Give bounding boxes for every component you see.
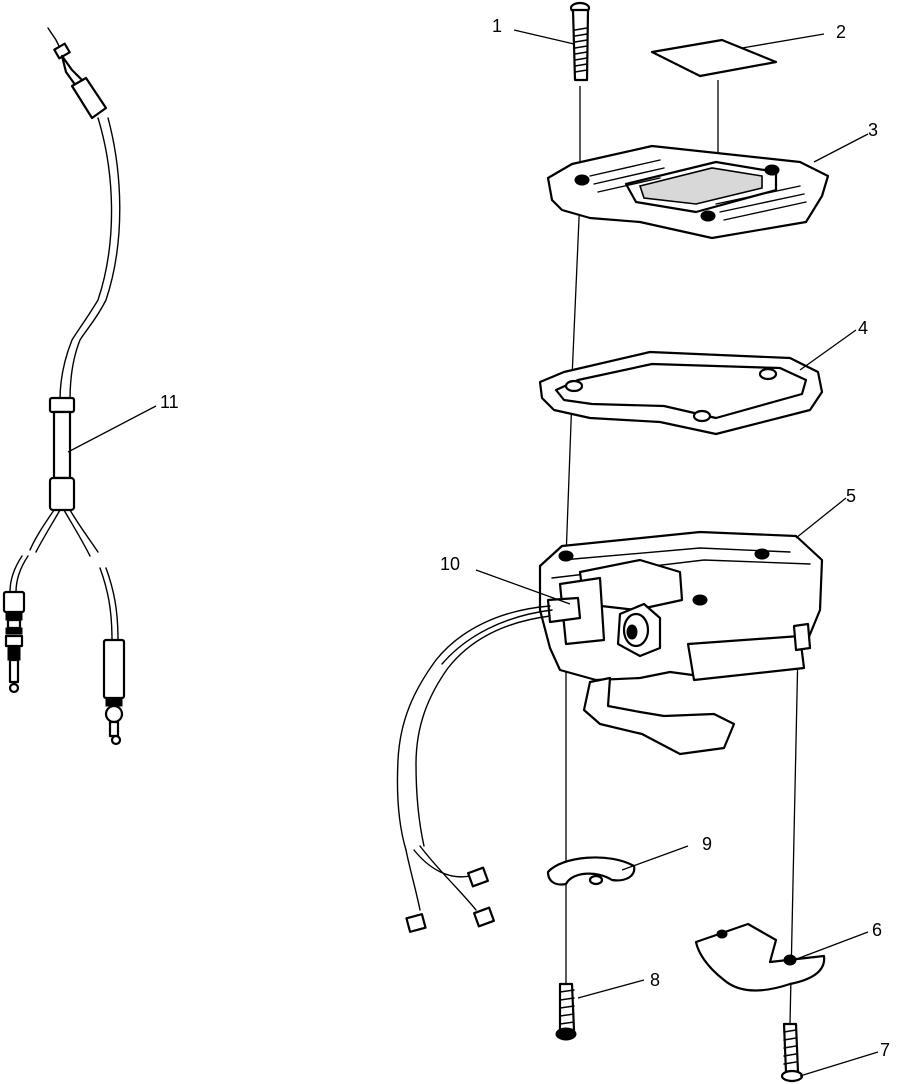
callout-9: 9 xyxy=(702,834,712,854)
clamp xyxy=(694,922,826,992)
throttle-housing xyxy=(538,530,824,756)
callout-1: 1 xyxy=(492,16,502,36)
gasket xyxy=(538,350,824,436)
top-cover xyxy=(546,144,830,240)
leader-lines xyxy=(67,29,879,1077)
throttle-cable-assembly xyxy=(2,27,126,746)
upper-screw xyxy=(569,1,591,82)
callout-2: 2 xyxy=(836,22,846,42)
callout-labels: 1 2 3 4 5 6 7 8 9 10 11 xyxy=(160,16,890,1060)
callout-11: 11 xyxy=(160,392,179,412)
callout-10: 10 xyxy=(440,554,460,574)
label-decal xyxy=(650,38,778,78)
callout-6: 6 xyxy=(872,920,882,940)
callout-3: 3 xyxy=(868,120,878,140)
wiring-harness xyxy=(396,596,582,933)
clamp-screw xyxy=(780,1022,804,1083)
callout-7: 7 xyxy=(880,1040,890,1060)
lower-screw xyxy=(555,982,577,1041)
callout-8: 8 xyxy=(650,970,660,990)
bracket-washer xyxy=(546,856,636,886)
callout-5: 5 xyxy=(846,486,856,506)
callout-4: 4 xyxy=(858,318,868,338)
